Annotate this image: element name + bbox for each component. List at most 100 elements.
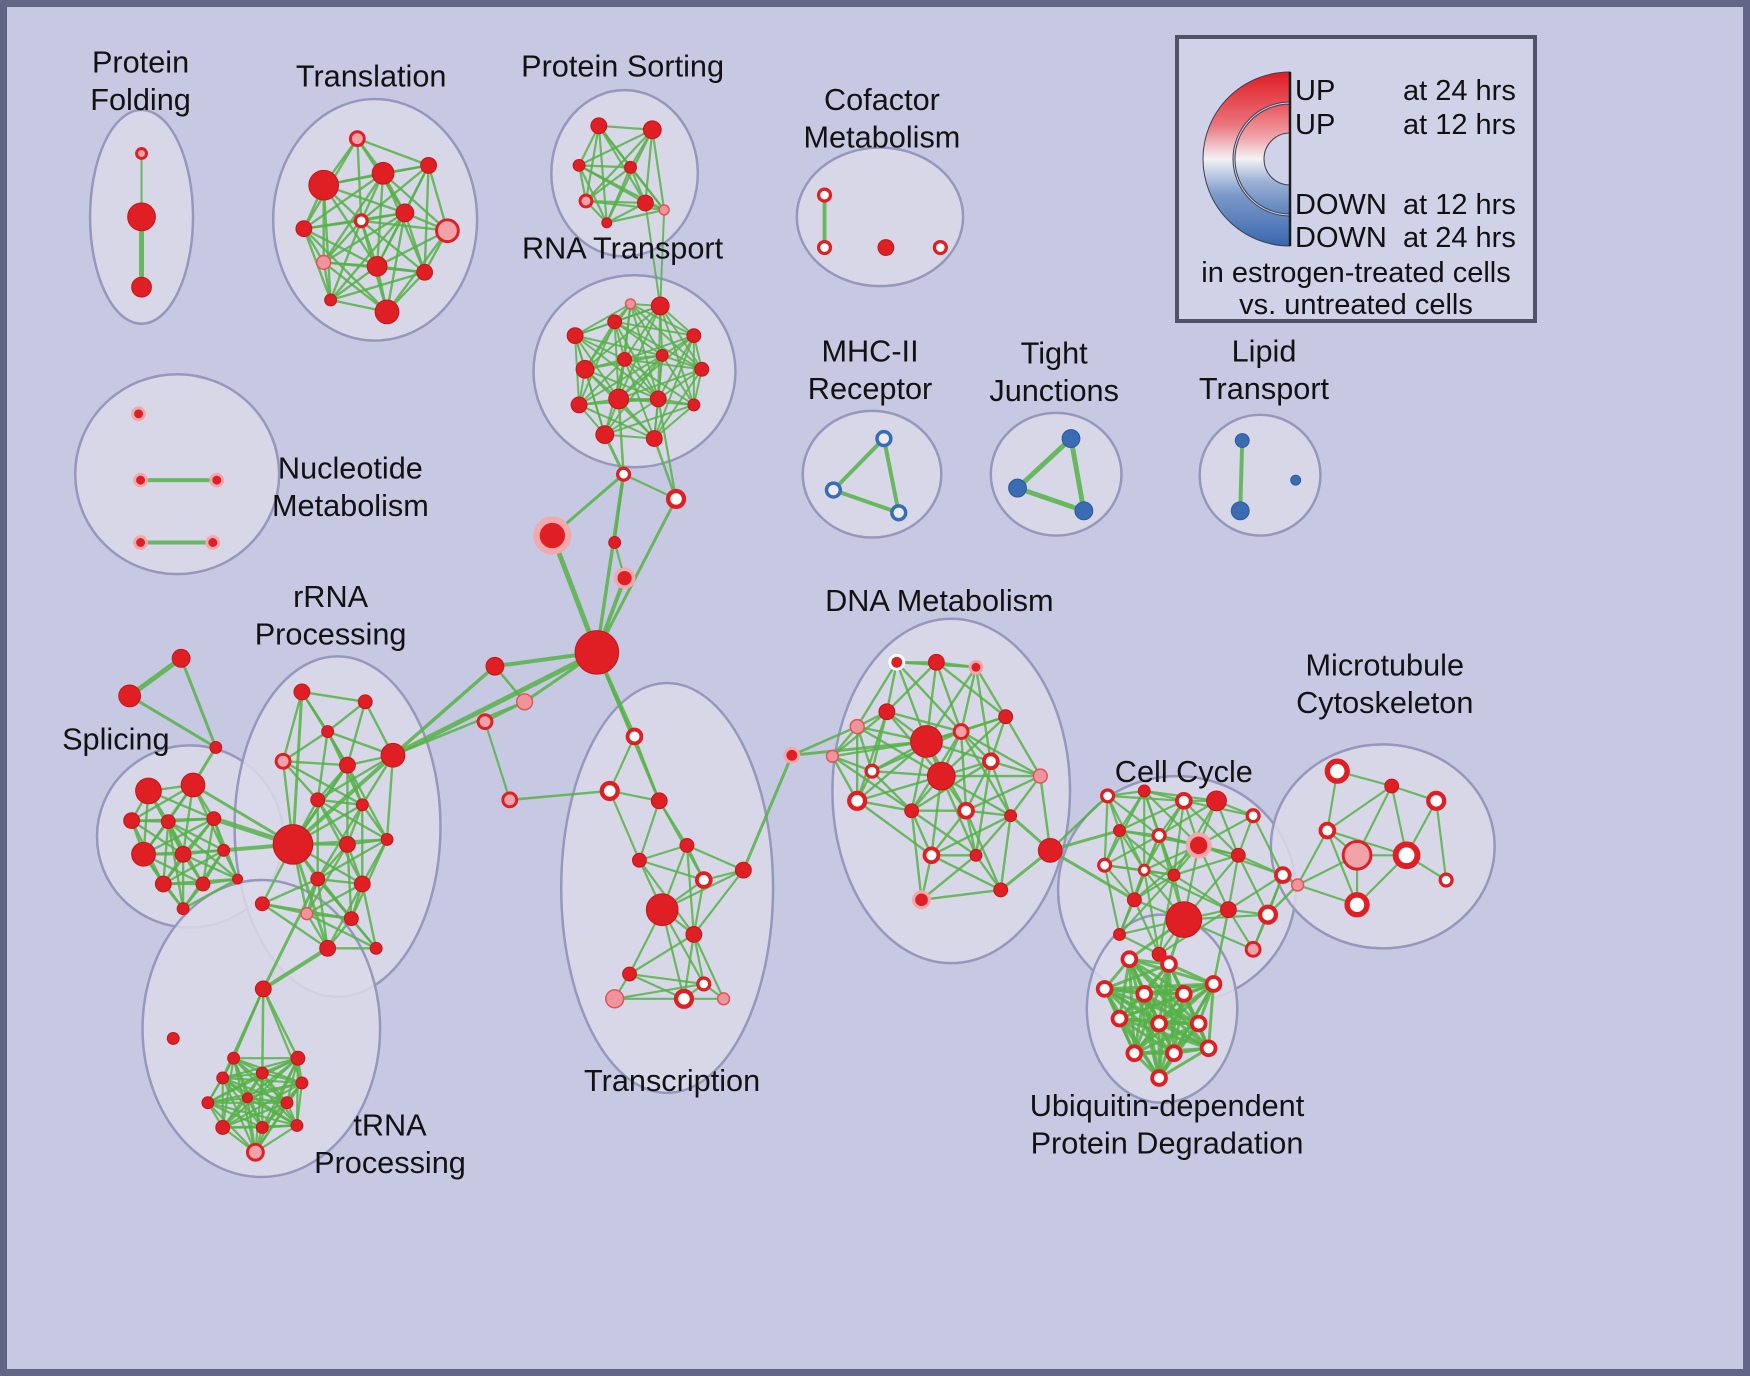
network-edge: [322, 211, 407, 264]
network-node-tr10: [280, 1096, 294, 1110]
network-edge: [1103, 794, 1109, 867]
network-node-ps4: [624, 160, 637, 174]
network-edge: [959, 730, 968, 812]
network-node-mc5: [1341, 839, 1373, 871]
network-node-ps3: [572, 158, 586, 172]
network-edge: [221, 1076, 289, 1104]
network-node-rt7: [655, 348, 669, 362]
network-node-r18: [254, 896, 270, 912]
network-node-cc20: [1151, 946, 1167, 962]
network-node-s12: [176, 902, 190, 916]
network-edge: [935, 661, 963, 733]
network-node-u1: [1120, 950, 1139, 969]
network-node-rt14: [645, 430, 663, 447]
network-node-cm2: [816, 239, 833, 256]
network-node-r14: [300, 906, 314, 921]
network-node-mc1: [1324, 758, 1350, 784]
network-edge: [1207, 982, 1216, 1050]
network-edge: [578, 403, 656, 440]
network-edge: [644, 201, 662, 307]
network-node-cc1: [1100, 788, 1116, 804]
cluster-ellipse-transcription: [559, 681, 775, 1095]
network-edge: [831, 436, 886, 493]
network-node-d15: [957, 801, 975, 820]
network-edge: [964, 809, 1002, 892]
network-node-c6: [574, 630, 620, 675]
cluster-ellipse-mhc-ii-receptor: [801, 409, 943, 539]
cluster-label-cofactor-metabolism: Metabolism: [804, 120, 961, 155]
network-edge: [305, 882, 364, 915]
network-edge: [629, 302, 695, 337]
network-edge: [685, 844, 745, 872]
network-edge: [1133, 873, 1176, 901]
network-edge: [613, 320, 703, 371]
network-node-tj3: [1074, 501, 1094, 521]
network-edge: [1048, 848, 1136, 902]
network-edge: [1103, 982, 1216, 991]
network-node-tj1: [1061, 429, 1081, 448]
network-node-r6: [380, 742, 406, 768]
legend-direction-label: UP: [1295, 75, 1336, 107]
network-edge: [246, 1096, 289, 1104]
cluster-label-lipid-transport: Transport: [1199, 371, 1330, 406]
network-edge: [651, 128, 666, 212]
network-edge: [583, 302, 632, 371]
network-edge: [1435, 799, 1448, 882]
cluster-label-trna-processing: tRNA: [353, 1108, 427, 1143]
network-edge: [603, 397, 660, 436]
network-edge: [1118, 982, 1216, 1021]
network-edge: [1118, 829, 1136, 901]
network-node-d5: [878, 703, 896, 721]
network-node-c9: [476, 713, 494, 731]
network-edge: [262, 987, 303, 1085]
network-edge: [281, 730, 329, 763]
network-node-nm1: [131, 406, 146, 422]
network-edge: [605, 166, 632, 224]
network-edge: [322, 183, 379, 268]
network-edge: [221, 1071, 264, 1080]
network-node-nm5: [205, 535, 221, 550]
network-node-tr1: [254, 980, 272, 998]
network-edge: [385, 754, 395, 841]
network-edge: [608, 789, 641, 862]
network-node-d8: [998, 709, 1014, 725]
network-node-t3: [371, 161, 395, 185]
network-node-cc11: [1137, 863, 1151, 877]
network-node-d20: [993, 882, 1009, 898]
cluster-ellipse-nucleotide-metabolism: [73, 372, 281, 576]
network-node-s6: [131, 841, 156, 867]
network-node-d6: [910, 725, 943, 758]
network-node-x10: [696, 976, 712, 992]
legend-outer-ring-24hrs: [1202, 71, 1291, 247]
network-node-u12: [1199, 1039, 1218, 1058]
network-node-d18: [969, 848, 983, 862]
network-edge: [657, 368, 703, 400]
network-edge: [261, 1071, 303, 1085]
network-edge: [855, 799, 933, 857]
legend-time-label: at 12 hrs: [1403, 189, 1516, 221]
network-node-cc17: [1257, 904, 1279, 925]
network-edge: [597, 124, 647, 205]
network-node-f1: [171, 648, 191, 668]
network-node-r17: [369, 941, 383, 955]
network-node-u8: [1150, 1014, 1168, 1033]
legend-direction-label: DOWN: [1295, 222, 1387, 254]
network-node-c2: [665, 488, 687, 510]
network-edge: [831, 488, 901, 515]
network-edge: [1157, 799, 1218, 837]
network-edge: [1004, 715, 1042, 778]
network-edge: [623, 334, 695, 361]
network-node-rt1: [566, 327, 584, 345]
network-node-tr12: [255, 1121, 269, 1134]
cluster-label-rna-transport: RNA Transport: [522, 231, 724, 266]
network-edge: [741, 753, 794, 872]
network-node-tr9: [242, 1092, 253, 1104]
network-edge: [653, 437, 678, 501]
network-edge: [391, 700, 526, 757]
network-edge: [1326, 784, 1393, 832]
network-edge: [1227, 854, 1240, 911]
network-edge: [1015, 485, 1087, 514]
network-edge: [628, 933, 695, 976]
network-edge: [246, 1096, 299, 1127]
network-node-t10: [366, 255, 388, 277]
